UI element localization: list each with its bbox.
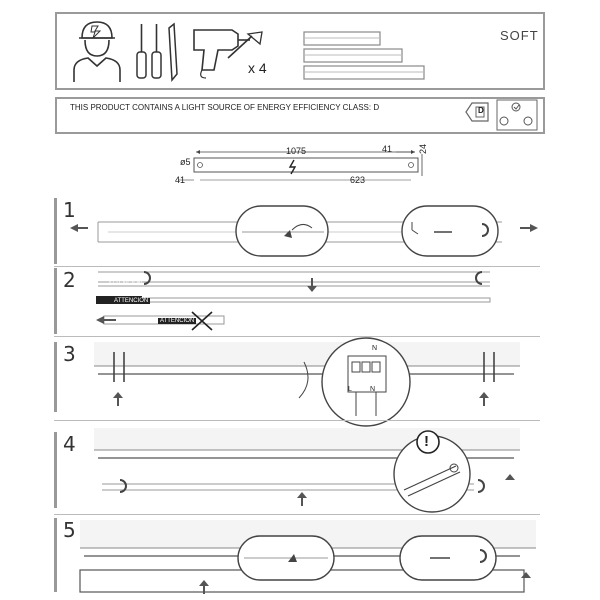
- step-5-bar: [54, 518, 57, 592]
- step-4-illustration: [94, 428, 520, 513]
- attention-label-top: ATTENCION: [108, 281, 143, 287]
- dim-hole: ø5: [180, 157, 191, 167]
- step-1-illustration: [70, 205, 538, 257]
- divider-1: [54, 266, 540, 267]
- step-2-bar: [54, 268, 57, 334]
- settings-check-icon: [496, 99, 538, 131]
- step-2-number: 2: [63, 268, 76, 292]
- step-1-number: 1: [63, 198, 76, 222]
- step-1-bar: [54, 198, 57, 264]
- energy-statement: THIS PRODUCT CONTAINS A LIGHT SOURCE OF …: [70, 103, 380, 112]
- tools-panel: [55, 12, 545, 90]
- energy-label-icon: [465, 102, 489, 122]
- dimension-drawing: [178, 150, 423, 181]
- terminal-n-bottom: N: [370, 386, 376, 393]
- step-4-number: 4: [63, 432, 76, 456]
- step-4-bar: [54, 432, 57, 508]
- dim-center-span: 623: [350, 175, 366, 185]
- step-5-illustration: [79, 520, 536, 594]
- attention-label-tube: ATTENCION: [112, 298, 151, 304]
- step-3-bar: [54, 342, 57, 412]
- dim-length: 1075: [286, 146, 307, 156]
- energy-panel: [55, 97, 545, 134]
- dim-height: 24: [418, 143, 429, 155]
- installer-person-icon: [73, 21, 121, 82]
- terminal-l: L: [348, 386, 352, 393]
- step-5-number: 5: [63, 518, 76, 542]
- divider-2: [54, 336, 540, 337]
- alert-mark: !: [424, 433, 429, 450]
- screwdriver-icon: [136, 22, 178, 82]
- dim-left-offset: 41: [175, 175, 186, 185]
- divider-4: [54, 514, 540, 515]
- screw-anchor-icon: [227, 31, 263, 59]
- step-3-number: 3: [63, 342, 76, 366]
- energy-class-letter: D: [478, 106, 484, 115]
- divider-3: [54, 420, 540, 421]
- profile-parts-icon: [303, 31, 425, 80]
- model-name: SOFT: [500, 28, 539, 43]
- screw-count: x 4: [248, 60, 267, 76]
- attention-label-crossed: ATTENCION: [158, 318, 197, 324]
- dim-end-offset: 41: [382, 144, 393, 154]
- step-3-illustration: [94, 337, 520, 427]
- terminal-n-top: N: [372, 345, 378, 352]
